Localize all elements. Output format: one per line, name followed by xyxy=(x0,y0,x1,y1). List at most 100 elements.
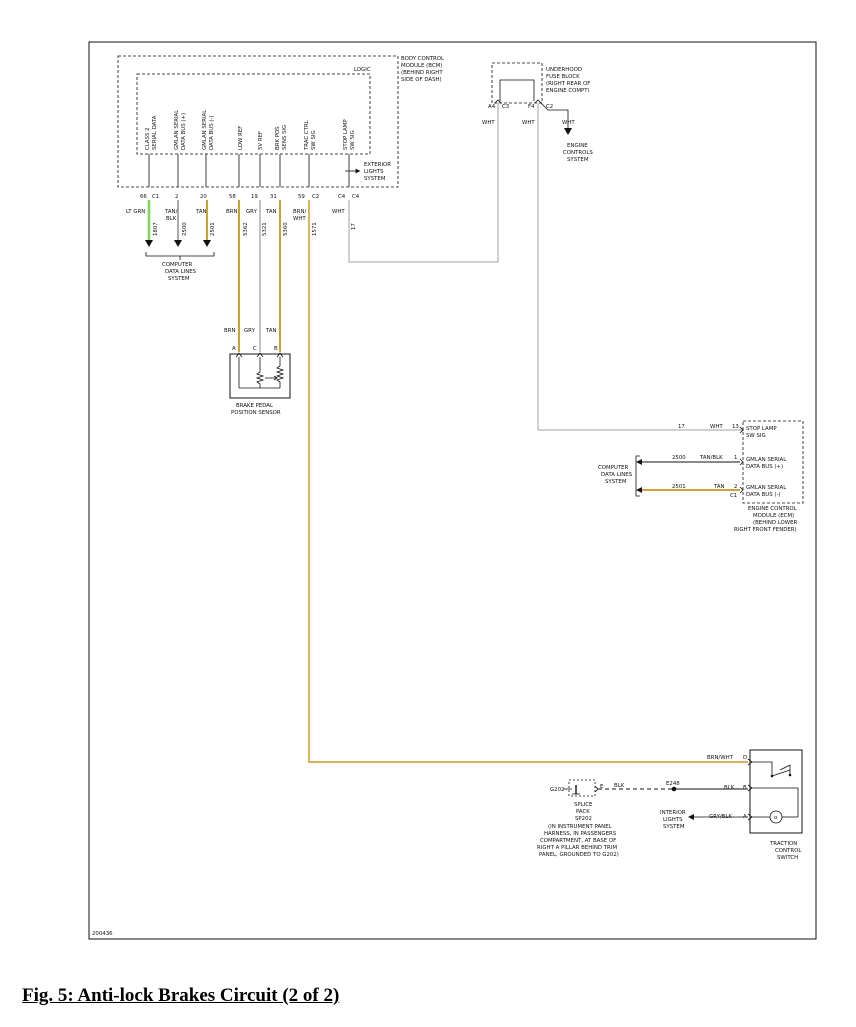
ecm-pin-1: 1 xyxy=(734,455,737,461)
diagram-frame xyxy=(88,41,817,940)
ecm-title-2: MODULE (ECM) xyxy=(753,513,794,519)
bcm-title-2: MODULE (BCM) xyxy=(401,63,442,69)
sig-trac-1: TRAC CTRL xyxy=(304,120,310,151)
ecm-wht: WHT xyxy=(710,424,723,430)
pin-c4a: C4 xyxy=(338,194,346,200)
ecm-title-3: (BEHIND LOWER xyxy=(753,520,798,526)
brake-pedal-position-sensor: BRN GRY TAN A C B BRAKE PEDAL POSITION S… xyxy=(224,328,291,416)
splice-title-1: SPLICE xyxy=(574,802,593,808)
sig-trac-2: SW SIG xyxy=(311,130,317,150)
cdl-bcm-3: SYSTEM xyxy=(168,276,190,282)
splice-ground: G202 xyxy=(550,787,564,793)
wc-brnwht-1: BRN/ xyxy=(293,209,306,215)
sig-stoplamp-2: SW SIG xyxy=(350,130,356,150)
ecm-title-1: ENGINE CONTROL xyxy=(748,506,797,512)
bcm-title-4: SIDE OF DASH) xyxy=(401,77,442,83)
sig-lowref: LOW REF xyxy=(238,126,244,150)
sensor-title-2: POSITION SENSOR xyxy=(231,410,281,416)
fuse-title-2: FUSE BLOCK xyxy=(546,74,580,80)
fuse-pin-c3: C3 xyxy=(502,104,509,110)
interior-lights-2: LIGHTS xyxy=(663,817,683,823)
fuse-pin-a4: A4 xyxy=(488,104,496,110)
sig-class2-1: CLASS 2 xyxy=(145,127,151,150)
bcm-title-1: BODY CONTROL xyxy=(401,56,444,62)
splice-circuit: E248 xyxy=(666,781,680,787)
fuse-title-4: ENGINE COMPT) xyxy=(546,88,590,94)
splice-wire-blk: BLK xyxy=(614,783,625,789)
fuse-wht-1: WHT xyxy=(482,120,495,126)
ecm-pin-13: 13 xyxy=(732,424,739,430)
sensor-wire-brn: BRN xyxy=(224,328,235,334)
splice-title-4: (IN INSTRUMENT PANEL xyxy=(548,824,612,830)
splice-title-3: SP202 xyxy=(575,816,592,822)
tcs-wire-blk: BLK xyxy=(724,785,735,791)
wc-tan-2501: TAN xyxy=(195,209,207,215)
fuse-wht-3: WHT xyxy=(562,120,575,126)
wc-brnwht-2: WHT xyxy=(293,216,306,222)
underhood-fuse-block: UNDERHOOD FUSE BLOCK (RIGHT REAR OF ENGI… xyxy=(482,62,744,431)
splice-title-6: COMPARTMENT, AT BASE OF xyxy=(540,838,616,844)
ecm-ckt-2501: 2501 xyxy=(672,484,686,490)
bcm-wires: COMPUTER DATA LINES SYSTEM LT GRN TAN/ B… xyxy=(126,102,748,763)
engine-controls-3: SYSTEM xyxy=(567,157,589,163)
ecm-pin-2: 2 xyxy=(734,484,737,490)
logic-label: LOGIC xyxy=(354,67,371,73)
fuse-title-1: UNDERHOOD xyxy=(546,67,582,73)
splice-pack: G202 E BLK E248 SPLICE PACK SP202 (IN IN… xyxy=(537,779,748,858)
splice-title-5: HARNESS, IN PASSENGERS xyxy=(544,831,617,837)
splice-title-2: PACK xyxy=(576,809,590,815)
ecm-title-4: RIGHT FRONT FENDER) xyxy=(734,527,797,533)
tcs-title-1: TRACTION xyxy=(769,841,797,847)
pin-20: 20 xyxy=(200,194,207,200)
wc-wht: WHT xyxy=(332,209,345,215)
ckt-1571: 1571 xyxy=(312,222,318,236)
pin-59: 59 xyxy=(298,194,305,200)
sensor-title-1: BRAKE PEDAL xyxy=(236,403,273,409)
sig-5vref: 5V REF xyxy=(258,131,264,150)
conn-c1: C1 xyxy=(152,194,159,200)
wc-gry: GRY xyxy=(246,209,258,215)
ecm-ckt-17: 17 xyxy=(678,424,685,430)
body-control-module: LOGIC BODY CONTROL MODULE (BCM) (BEHIND … xyxy=(117,55,444,200)
splice-pin-e: E xyxy=(600,784,604,790)
cdl-ecm-3: SYSTEM xyxy=(605,479,627,485)
tcs-lamp-symbol: o xyxy=(774,815,777,821)
pin-31: 31 xyxy=(270,194,277,200)
sig-class2-2: SERIAL DATA xyxy=(152,115,158,150)
ecm-row1-label-1: STOP LAMP xyxy=(746,426,777,432)
engine-controls-2: CONTROLS xyxy=(563,150,593,156)
ckt-2500: 2500 xyxy=(182,222,188,236)
sensor-wire-gry: GRY xyxy=(244,328,256,334)
exterior-lights-3: SYSTEM xyxy=(364,176,386,182)
ckt-5362: 5362 xyxy=(243,222,249,236)
wc-tan-5360: TAN xyxy=(265,209,277,215)
pin-19: 19 xyxy=(251,194,258,200)
ckt-1807: 1807 xyxy=(153,222,159,236)
interior-lights-1: INTERIOR xyxy=(660,810,686,816)
tcs-pin-b: B xyxy=(743,785,747,791)
ecm-row3-label-2: DATA BUS (-) xyxy=(746,492,781,498)
pin-58: 58 xyxy=(229,194,236,200)
sensor-pin-c: C xyxy=(253,346,257,352)
ecm-conn-c1: C1 xyxy=(730,493,737,499)
tcs-title-3: SWITCH xyxy=(777,855,798,861)
ecm-row2-label-1: GMLAN SERIAL xyxy=(746,457,786,463)
conn-c4: C4 xyxy=(352,194,360,200)
cdl-ecm-2: DATA LINES xyxy=(601,472,633,478)
splice-title-8: PANEL, GROUNDED TO G202) xyxy=(539,852,619,858)
sig-gmlan-p-1: GMLAN SERIAL xyxy=(174,110,180,150)
ckt-17: 17 xyxy=(351,223,357,230)
sensor-pin-b: B xyxy=(274,346,278,352)
cdl-ecm-1: COMPUTER xyxy=(598,465,629,471)
sensor-pin-a: A xyxy=(232,346,236,352)
wc-tanblk-1: TAN/ xyxy=(164,209,178,215)
splice-title-7: RIGHT A PILLAR BEHIND TRIM xyxy=(537,845,617,851)
tcs-wire-brnwht: BRN/WHT xyxy=(707,755,734,761)
sensor-wire-tan: TAN xyxy=(265,328,277,334)
tcs-title-2: CONTROL xyxy=(775,848,801,854)
exterior-lights-2: LIGHTS xyxy=(364,169,384,175)
exterior-lights-1: EXTERIOR xyxy=(364,162,391,168)
engine-controls-1: ENGINE xyxy=(567,143,588,149)
ecm-row1-label-2: SW SIG xyxy=(746,433,766,439)
wc-ltgrn: LT GRN xyxy=(126,209,145,215)
